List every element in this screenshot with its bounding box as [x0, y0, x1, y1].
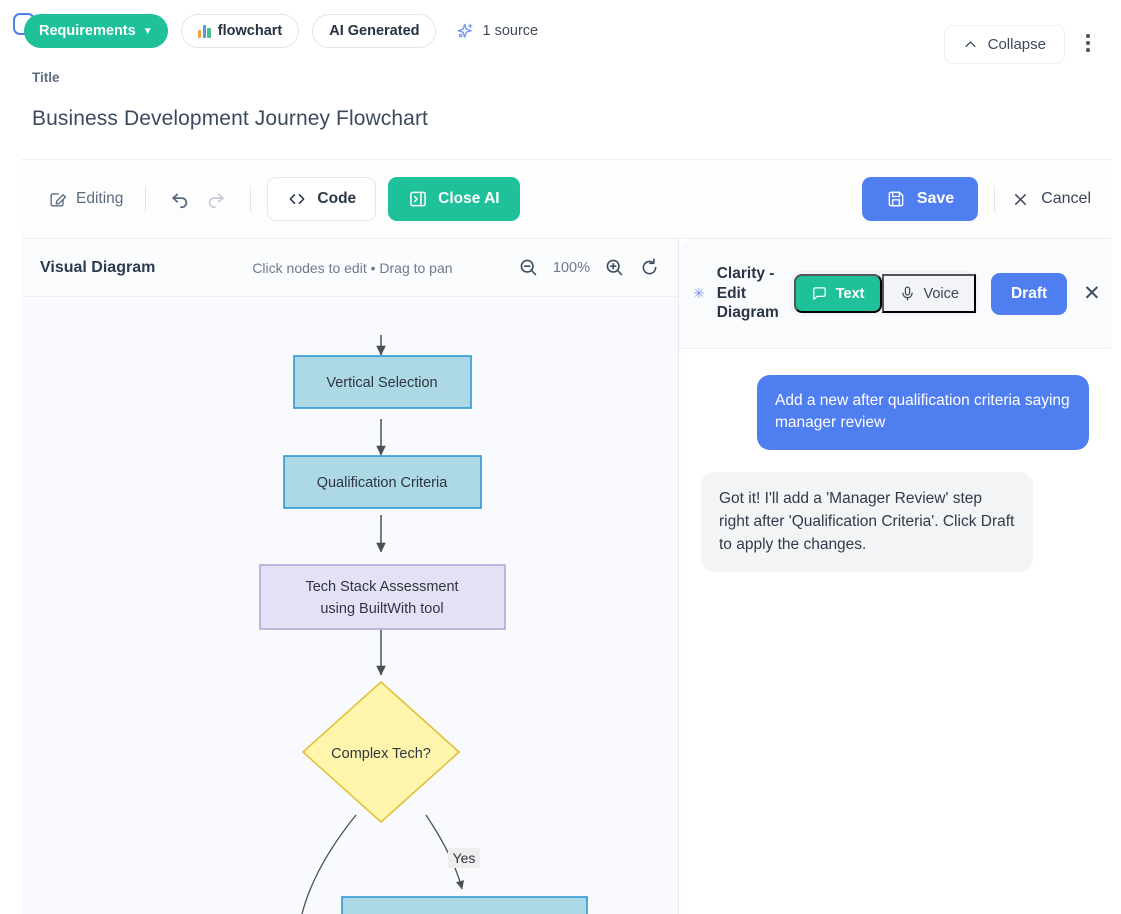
tab-text-label: Text	[835, 285, 865, 302]
collapse-button-label: Collapse	[987, 36, 1046, 53]
save-button-label: Save	[916, 190, 955, 207]
title-field-label: Title	[32, 70, 60, 85]
node-label: Complex Tech?	[331, 746, 431, 762]
diagram-hint: Click nodes to edit • Drag to pan	[252, 259, 453, 276]
node-label: Vertical Selection	[326, 375, 437, 391]
requirements-chip-label: Requirements	[39, 23, 136, 39]
flowchart-chip-label: flowchart	[217, 23, 283, 39]
edge-label-yes: Yes	[448, 848, 480, 868]
code-button-label: Code	[317, 190, 357, 207]
diagram-header: Visual Diagram Click nodes to edit • Dra…	[22, 239, 678, 297]
edge-n4-no	[301, 814, 357, 914]
draft-button[interactable]: Draft	[990, 272, 1068, 315]
diagram-title: Visual Diagram	[40, 258, 156, 276]
chevron-up-icon	[965, 41, 976, 47]
ai-panel-title: Clarity - Edit Diagram	[716, 264, 779, 322]
editor-toolbar: Editing Code	[22, 159, 1111, 239]
chat-message-assistant: Got it! I'll add a 'Manager Review' step…	[701, 471, 1033, 572]
diagram-pane: Visual Diagram Click nodes to edit • Dra…	[22, 239, 679, 914]
close-ai-button[interactable]: Close AI	[388, 177, 520, 221]
chat-message-user: Add a new after qualification criteria s…	[757, 375, 1089, 450]
editing-mode-label: Editing	[76, 190, 124, 207]
sparkle-icon: ✳	[693, 285, 705, 301]
source-count-label: 1 source	[482, 23, 539, 39]
ai-panel-header: ✳ Clarity - Edit Diagram Text Voice	[679, 239, 1111, 349]
draft-button-label: Draft	[1010, 284, 1048, 302]
save-button[interactable]: Save	[861, 177, 979, 221]
close-icon	[1015, 193, 1027, 205]
panel-collapse-icon	[410, 191, 426, 207]
undo-icon	[172, 193, 188, 209]
page-title[interactable]: Business Development Journey Flowchart	[32, 107, 428, 130]
toolbar-divider-2	[250, 186, 252, 212]
node-label-line2: using BuiltWith tool	[320, 601, 443, 617]
cancel-button-label: Cancel	[1041, 190, 1091, 207]
node-label-line1: Tech Stack Assessment	[305, 579, 458, 595]
source-count[interactable]: 1 source	[456, 22, 538, 41]
input-mode-toggle: Text Voice	[790, 271, 979, 316]
header-chips-row: Requirements ▼ flowchart AI Generated 1 …	[0, 0, 1121, 62]
diagram-node-technical-deep-dive[interactable]: Technical Deep Dive by Specialized Staff	[341, 896, 588, 914]
zoom-in-icon[interactable]	[604, 257, 625, 278]
diagram-node-vertical-selection[interactable]: Vertical Selection	[293, 355, 472, 409]
microphone-icon	[901, 286, 913, 301]
toolbar-divider-3	[994, 186, 996, 212]
edit-pencil-icon	[50, 192, 67, 207]
sparkle-icon	[458, 23, 473, 38]
reset-view-icon[interactable]	[639, 257, 660, 278]
close-ai-panel-icon[interactable]: ✕	[1083, 282, 1101, 305]
tab-text[interactable]: Text	[793, 274, 882, 313]
chevron-down-icon: ▼	[142, 25, 153, 37]
bar-chart-icon	[197, 24, 211, 38]
code-button[interactable]: Code	[267, 177, 377, 221]
zoom-controls: 100%	[518, 257, 660, 278]
close-ai-button-label: Close AI	[438, 190, 500, 207]
zoom-level: 100%	[552, 259, 590, 276]
ai-generated-chip[interactable]: AI Generated	[312, 14, 437, 48]
title-section: Title Business Development Journey Flowc…	[0, 62, 1121, 131]
diagram-node-complex-tech[interactable]: Complex Tech?	[301, 680, 461, 824]
collapse-button[interactable]: Collapse	[943, 25, 1065, 64]
ai-generated-chip-label: AI Generated	[329, 23, 420, 39]
tab-voice-label: Voice	[923, 285, 959, 302]
editing-mode-button[interactable]: Editing	[42, 184, 129, 215]
node-label: Qualification Criteria	[317, 475, 448, 491]
flowchart-chip[interactable]: flowchart	[180, 14, 300, 48]
redo-icon	[209, 193, 225, 209]
cancel-button[interactable]: Cancel	[1011, 190, 1091, 209]
edge-label-yes-text: Yes	[453, 850, 476, 866]
diagram-node-qualification-criteria[interactable]: Qualification Criteria	[283, 455, 482, 509]
requirements-chip[interactable]: Requirements ▼	[24, 14, 168, 48]
diagram-canvas[interactable]: Vertical Selection Qualification Criteri…	[22, 297, 678, 914]
chat-message-list: Add a new after qualification criteria s…	[679, 349, 1111, 598]
chat-bubble-icon	[812, 287, 826, 300]
diagram-node-tech-stack-assessment[interactable]: Tech Stack Assessment using BuiltWith to…	[259, 564, 506, 630]
kebab-menu-icon[interactable]	[1075, 28, 1101, 58]
toolbar-divider-1	[145, 186, 147, 212]
tab-voice[interactable]: Voice	[881, 274, 976, 313]
undo-button[interactable]	[162, 182, 198, 216]
redo-button[interactable]	[198, 182, 234, 216]
zoom-out-icon[interactable]	[518, 257, 539, 278]
ai-assistant-panel: ✳ Clarity - Edit Diagram Text Voice	[679, 239, 1111, 914]
code-icon	[289, 194, 305, 204]
save-disk-icon	[888, 191, 904, 207]
